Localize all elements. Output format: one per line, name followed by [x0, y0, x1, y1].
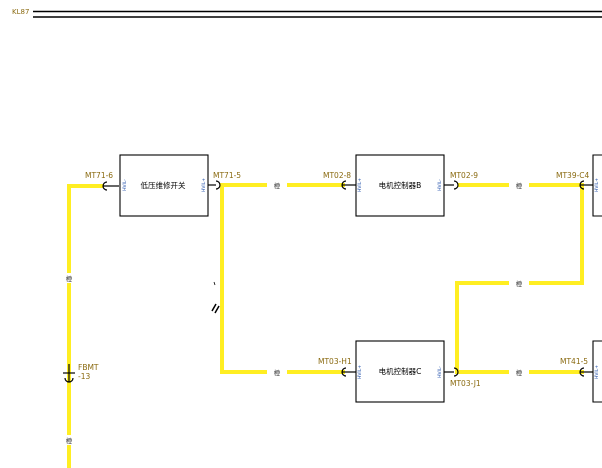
- pin-mt41-5: MT41-5: [560, 357, 588, 366]
- wire-label-bottom-right: 橙: [509, 367, 529, 377]
- svg-text:HVIL+: HVIL+: [201, 178, 207, 192]
- svg-text:橙: 橙: [274, 368, 281, 377]
- svg-text:橙: 橙: [516, 279, 523, 288]
- svg-text:HVIL+: HVIL+: [357, 365, 363, 379]
- svg-text:橙: 橙: [66, 436, 73, 445]
- right-component-bottom: HVIL+: [592, 340, 602, 403]
- svg-text:橙: 橙: [516, 368, 523, 377]
- wire-label-top-middle: 橙: [267, 180, 287, 190]
- switch-label: 低压维修开关: [141, 180, 186, 190]
- wire-drop-to-c: [220, 185, 345, 374]
- svg-text:橙: 橙: [274, 181, 281, 190]
- svg-text:橙: 橙: [516, 181, 523, 190]
- svg-text:HVIL+: HVIL+: [357, 178, 363, 192]
- controller-c-label: 电机控制器C: [379, 366, 422, 376]
- svg-text:橙: 橙: [66, 274, 73, 283]
- svg-text:HVIL-: HVIL-: [437, 179, 443, 191]
- low-voltage-maintenance-switch: 低压维修开关 HVIL- HVIL+: [119, 154, 209, 217]
- connector-mt71-6-icon: [102, 181, 119, 191]
- break-mark: [211, 281, 220, 314]
- connector-mt39-c4-icon: [579, 180, 593, 190]
- svg-text:HVIL+: HVIL+: [594, 178, 600, 192]
- wire-left-vertical: [67, 184, 103, 468]
- pin-mt02-8: MT02-8: [323, 171, 351, 180]
- pin-fbmt-13-line2: -13: [78, 372, 90, 381]
- svg-text:HVIL-: HVIL-: [122, 179, 128, 191]
- connector-mt03-j1-icon: [444, 367, 459, 377]
- right-component-top: HVIL+: [592, 154, 602, 217]
- motor-controller-c: 电机控制器C HVIL+ HVIL-: [355, 340, 445, 403]
- pin-fbmt-13-line1: FBMT: [78, 363, 99, 372]
- connector-mt41-5-icon: [579, 367, 593, 377]
- motor-controller-b: 电机控制器B HVIL+ HVIL-: [355, 154, 445, 217]
- pin-mt02-9: MT02-9: [450, 171, 478, 180]
- pin-mt71-5: MT71-5: [213, 171, 241, 180]
- wire-label-bottom-middle: 橙: [267, 367, 287, 377]
- connector-mt03-h1-icon: [341, 367, 356, 377]
- pin-mt39-c4: MT39-C4: [556, 171, 590, 180]
- pin-mt03-j1: MT03-J1: [450, 379, 481, 388]
- pin-mt03-h1: MT03-H1: [318, 357, 352, 366]
- connector-mt71-5-icon: [208, 180, 221, 190]
- wire-label-left-1: 橙: [64, 273, 74, 283]
- wire-label-left-2: 橙: [64, 435, 74, 445]
- wire-label-loop: 橙: [509, 278, 529, 288]
- page-code: KL87: [12, 8, 29, 16]
- pin-mt71-6: MT71-6: [85, 171, 113, 180]
- controller-b-label: 电机控制器B: [379, 180, 422, 190]
- connector-fbmt-13-icon: [63, 364, 75, 383]
- connector-mt02-9-icon: [444, 180, 459, 190]
- svg-text:HVIL-: HVIL-: [437, 366, 443, 378]
- connector-mt02-8-icon: [341, 180, 356, 190]
- wire-label-top-right: 橙: [509, 180, 529, 190]
- svg-text:HVIL+: HVIL+: [594, 365, 600, 379]
